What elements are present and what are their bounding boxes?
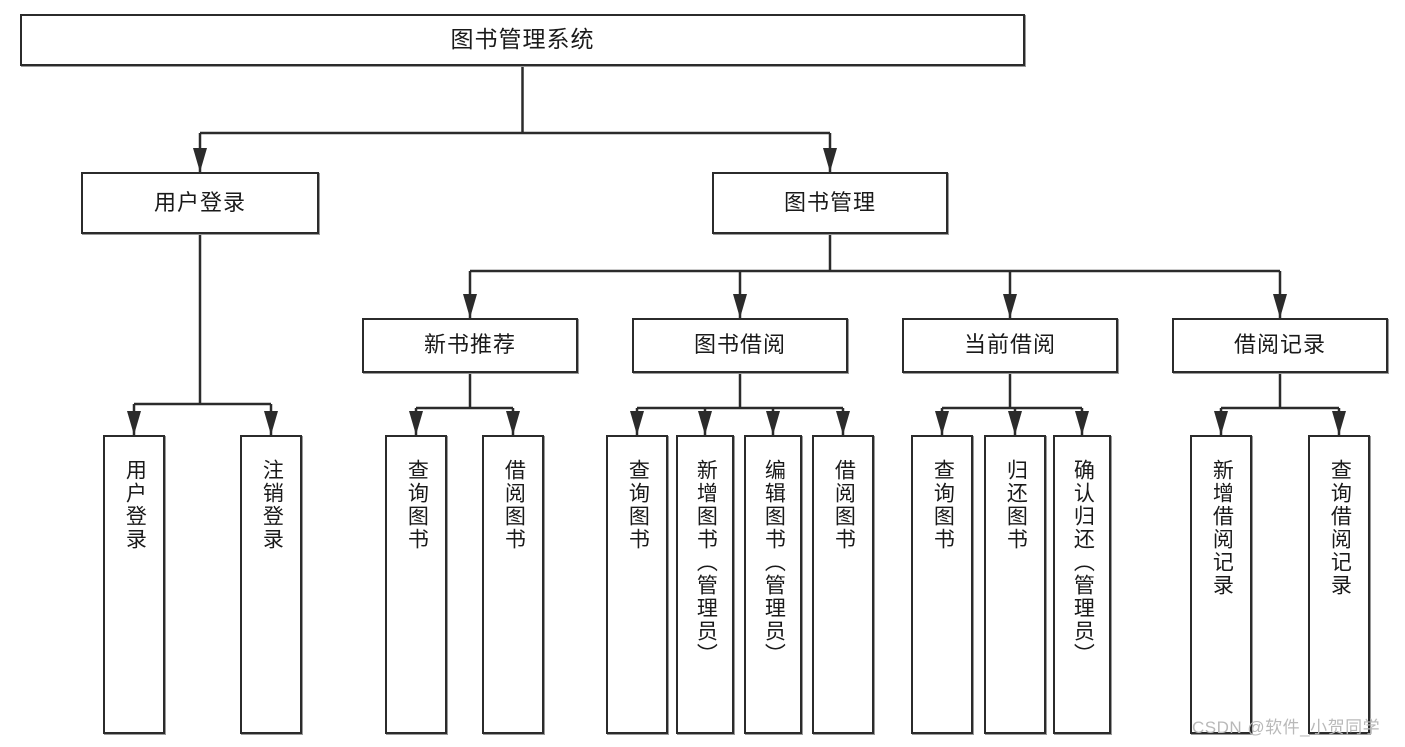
connector-arrowhead [766, 411, 780, 435]
node-l-add-record[interactable]: 新增借阅记录 [1190, 435, 1252, 734]
connector-arrowhead [463, 294, 477, 318]
connector-arrowhead [127, 411, 141, 435]
connector-arrowhead [1214, 411, 1228, 435]
node-label: 图书管理系统 [450, 26, 595, 53]
node-l-add-book[interactable]: 新增图书（管理员） [676, 435, 734, 734]
node-label: 借阅图书 [502, 459, 526, 551]
connector-arrowhead [409, 411, 423, 435]
node-label: 图书管理 [783, 189, 876, 215]
node-l-confirm-return[interactable]: 确认归还（管理员） [1053, 435, 1111, 734]
node-label: 用户登录 [153, 189, 246, 215]
node-label: 查询图书 [405, 459, 429, 551]
node-l-query-record[interactable]: 查询借阅记录 [1308, 435, 1370, 734]
node-n-new-book-rec[interactable]: 新书推荐 [362, 318, 578, 373]
node-n-book-mgmt[interactable]: 图书管理 [712, 172, 948, 234]
node-l-edit-book[interactable]: 编辑图书（管理员） [744, 435, 802, 734]
connector-arrowhead [264, 411, 278, 435]
node-n-user-login[interactable]: 用户登录 [81, 172, 319, 234]
connector-arrowhead [1332, 411, 1346, 435]
connector-arrowhead [698, 411, 712, 435]
node-label: 当前借阅 [963, 332, 1056, 358]
connector-arrowhead [935, 411, 949, 435]
node-root[interactable]: 图书管理系统 [20, 14, 1025, 66]
node-l-query-book-2[interactable]: 查询图书 [606, 435, 668, 734]
node-label: 查询图书 [931, 459, 955, 551]
node-n-book-borrow[interactable]: 图书借阅 [632, 318, 848, 373]
node-label: 用户登录 [123, 459, 147, 551]
node-label: 借阅图书 [832, 459, 856, 551]
connector-arrowhead [1075, 411, 1089, 435]
node-l-query-book-1[interactable]: 查询图书 [385, 435, 447, 734]
node-label: 确认归还（管理员） [1071, 459, 1095, 666]
node-label: 新增图书（管理员） [694, 459, 718, 666]
node-l-borrow-book-2[interactable]: 借阅图书 [812, 435, 874, 734]
node-label: 借阅记录 [1233, 332, 1326, 358]
node-label: 归还图书 [1004, 459, 1028, 551]
node-n-borrow-record[interactable]: 借阅记录 [1172, 318, 1388, 373]
node-l-user-login[interactable]: 用户登录 [103, 435, 165, 734]
connector-arrowhead [193, 148, 207, 172]
node-label: 注销登录 [260, 459, 284, 551]
node-label: 查询图书 [626, 459, 650, 551]
node-label: 编辑图书（管理员） [762, 459, 786, 666]
node-l-borrow-book-1[interactable]: 借阅图书 [482, 435, 544, 734]
connector-arrowhead [836, 411, 850, 435]
node-n-current-borrow[interactable]: 当前借阅 [902, 318, 1118, 373]
node-label: 新书推荐 [423, 332, 516, 358]
node-l-return-book[interactable]: 归还图书 [984, 435, 1046, 734]
node-l-query-book-3[interactable]: 查询图书 [911, 435, 973, 734]
node-label: 新增借阅记录 [1210, 459, 1234, 597]
connector-arrowhead [506, 411, 520, 435]
connector-arrowhead [823, 148, 837, 172]
node-label: 图书借阅 [693, 332, 786, 358]
connector-arrowhead [733, 294, 747, 318]
connector-arrowhead [630, 411, 644, 435]
connector-arrowhead [1273, 294, 1287, 318]
watermark-label: CSDN @软件_小贺同学 [1192, 718, 1381, 737]
connector-arrowhead [1003, 294, 1017, 318]
node-label: 查询借阅记录 [1328, 459, 1352, 597]
connector-arrowhead [1008, 411, 1022, 435]
node-l-user-logout[interactable]: 注销登录 [240, 435, 302, 734]
